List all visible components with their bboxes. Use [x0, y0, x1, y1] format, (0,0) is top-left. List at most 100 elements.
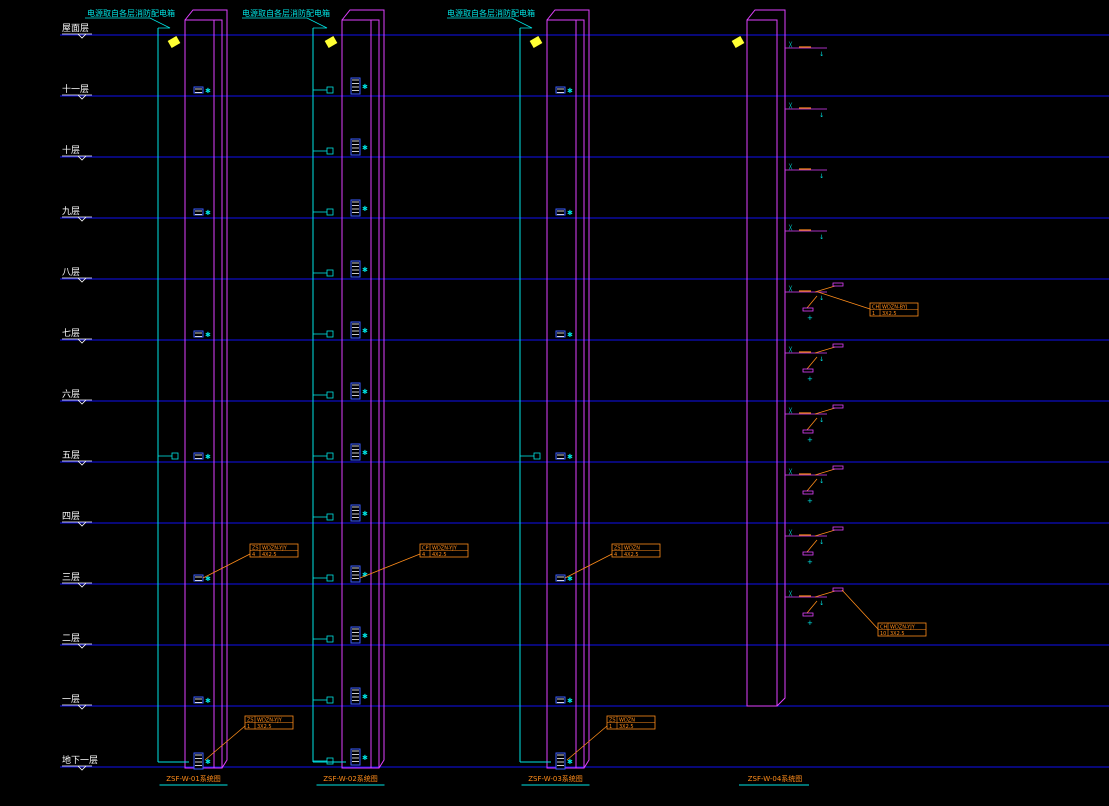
tag-model: WDZN	[624, 546, 640, 552]
column-caption: ZSF-W-02系统图	[323, 774, 378, 783]
branch-line	[806, 295, 818, 309]
device-symbol: ↓	[819, 600, 824, 607]
floor-label: 七层	[62, 328, 80, 339]
branch-line	[814, 468, 836, 476]
distribution-box	[193, 208, 204, 216]
tag-leader	[202, 553, 251, 579]
device-symbol: ╳	[788, 41, 793, 48]
branch-line	[814, 285, 836, 293]
device-symbol: ✱	[567, 331, 573, 339]
branch-line	[814, 529, 836, 537]
floor-label: 四层	[62, 511, 80, 522]
device-symbol: ✱	[362, 266, 368, 274]
device-symbol: +	[807, 619, 813, 627]
junction-box	[326, 86, 334, 94]
device-symbol: ✱	[567, 87, 573, 95]
device-symbol: ✱	[205, 758, 211, 766]
top-note-leader	[447, 17, 533, 29]
junction-box	[326, 391, 334, 399]
device-symbol: ↓	[819, 295, 824, 302]
device-symbol: +	[807, 497, 813, 505]
shaft-outline	[746, 19, 778, 707]
device-symbol: ✱	[567, 453, 573, 461]
device-symbol: ✱	[205, 575, 211, 583]
tag-size: 4X2.5	[624, 552, 639, 558]
shaft-outline	[341, 19, 380, 769]
tag-model: WDZN	[619, 718, 635, 724]
device-symbol: ↓	[819, 173, 824, 180]
distribution-box	[193, 86, 204, 94]
shaft-3d-edge	[546, 9, 590, 769]
tag-leader	[359, 553, 421, 579]
elevation-mark	[77, 521, 87, 527]
distribution-box	[193, 330, 204, 338]
device-symbol: ✱	[362, 205, 368, 213]
device-symbol: +	[807, 314, 813, 322]
elevation-mark	[77, 582, 87, 588]
branch-line	[806, 356, 818, 370]
floor-label: 十一层	[62, 83, 89, 95]
column-caption: ZSF-W-01系统图	[166, 774, 221, 783]
floor-label: 五层	[62, 450, 80, 461]
floor-label: 八层	[62, 267, 80, 278]
junction-box	[171, 452, 179, 460]
device-symbol: +	[807, 375, 813, 383]
tag-leader	[204, 725, 246, 761]
distribution-box	[555, 696, 566, 704]
device-symbol: ✱	[205, 87, 211, 95]
column-caption: ZSF-W-03系统图	[528, 774, 583, 783]
distribution-box	[350, 443, 361, 461]
distribution-box	[350, 77, 361, 95]
branch-line	[806, 539, 818, 553]
junction-box	[832, 587, 844, 592]
elevation-mark	[77, 33, 87, 39]
device-symbol: ╳	[788, 407, 793, 414]
device-symbol: ↓	[819, 356, 824, 363]
device-symbol: ✱	[567, 697, 573, 705]
junction-box	[326, 330, 334, 338]
tag-code: ZS	[609, 718, 616, 724]
shaft-3d-edge	[184, 9, 228, 769]
tag-size: 3X2.5	[882, 311, 897, 317]
device-symbol: +	[807, 558, 813, 566]
tag-qty: 4	[422, 552, 425, 558]
device-symbol: ╳	[788, 590, 793, 597]
junction-box	[326, 147, 334, 155]
tag-model: WDZN-BYJ	[882, 305, 907, 311]
device-symbol: +	[807, 436, 813, 444]
distribution-box	[555, 752, 566, 770]
device-symbol: ✱	[362, 693, 368, 701]
tag-model: WDZN-YJY	[432, 546, 458, 552]
junction-box	[326, 513, 334, 521]
device-symbol: ✱	[205, 331, 211, 339]
elevation-mark	[77, 704, 87, 710]
device-symbol: ✱	[362, 327, 368, 335]
distribution-box	[193, 452, 204, 460]
junction-box	[802, 490, 814, 495]
distribution-box	[350, 138, 361, 156]
device-symbol: ✱	[362, 449, 368, 457]
device-symbol: ✱	[362, 632, 368, 640]
device-symbol: ╳	[788, 468, 793, 475]
tag-leader	[564, 553, 613, 579]
tag-model: WDZN-YJY	[262, 546, 288, 552]
elevation-mark	[77, 277, 87, 283]
top-note-leader	[85, 17, 171, 29]
tag-leader	[566, 725, 608, 761]
distribution-box	[350, 321, 361, 339]
floor-label: 屋面层	[62, 23, 89, 34]
device-symbol: ✱	[362, 510, 368, 518]
tag-qty: 1	[872, 311, 875, 317]
tag-qty: 10	[880, 631, 886, 637]
distribution-box	[350, 626, 361, 644]
tag-model: WDZN-YJY	[890, 625, 916, 631]
distribution-box	[555, 86, 566, 94]
elevation-mark	[77, 216, 87, 222]
distribution-box	[350, 748, 361, 766]
